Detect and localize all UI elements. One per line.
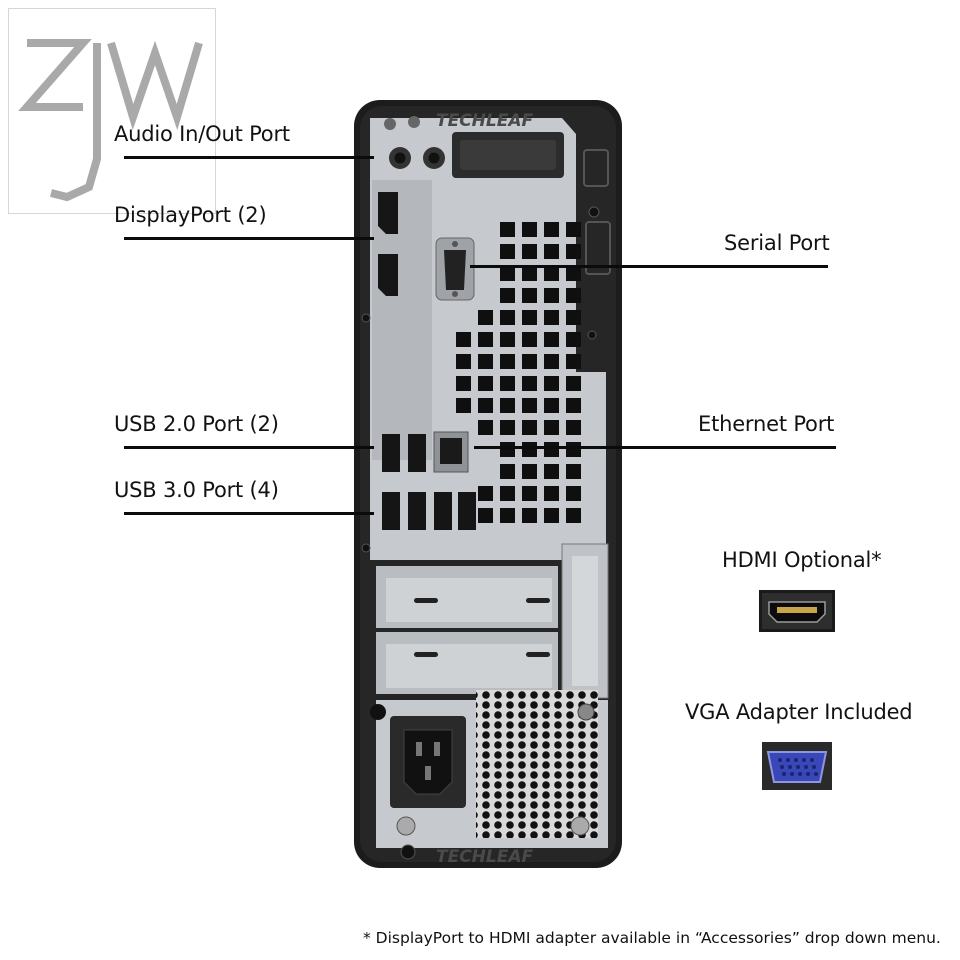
usb3-leader-line <box>124 512 374 515</box>
brand-logo <box>8 8 216 214</box>
hdmi-port-icon <box>759 590 835 632</box>
usb2-leader-line <box>124 446 374 449</box>
serial-port-label: Serial Port <box>724 231 830 255</box>
audio-leader-line <box>124 156 374 159</box>
vga-port-icon <box>762 742 832 790</box>
zjw-logo-icon <box>18 39 203 202</box>
ethernet-port-label: Ethernet Port <box>698 412 835 436</box>
usb3-port-label: USB 3.0 Port (4) <box>114 478 279 502</box>
displayport-label: DisplayPort (2) <box>114 203 267 227</box>
audio-port-label: Audio In/Out Port <box>114 122 290 146</box>
serial-leader-line <box>470 265 828 268</box>
usb2-port-label: USB 2.0 Port (2) <box>114 412 279 436</box>
hdmi-optional-label: HDMI Optional* <box>722 548 882 572</box>
displayport-leader-line <box>124 237 374 240</box>
vga-adapter-label: VGA Adapter Included <box>685 700 913 724</box>
techleaf-watermark-top: TECHLEAF <box>436 111 534 131</box>
techleaf-watermark-bottom: TECHLEAF <box>436 847 534 867</box>
footnote-hdmi-adapter: * DisplayPort to HDMI adapter available … <box>363 929 941 947</box>
ethernet-leader-line <box>474 446 836 449</box>
